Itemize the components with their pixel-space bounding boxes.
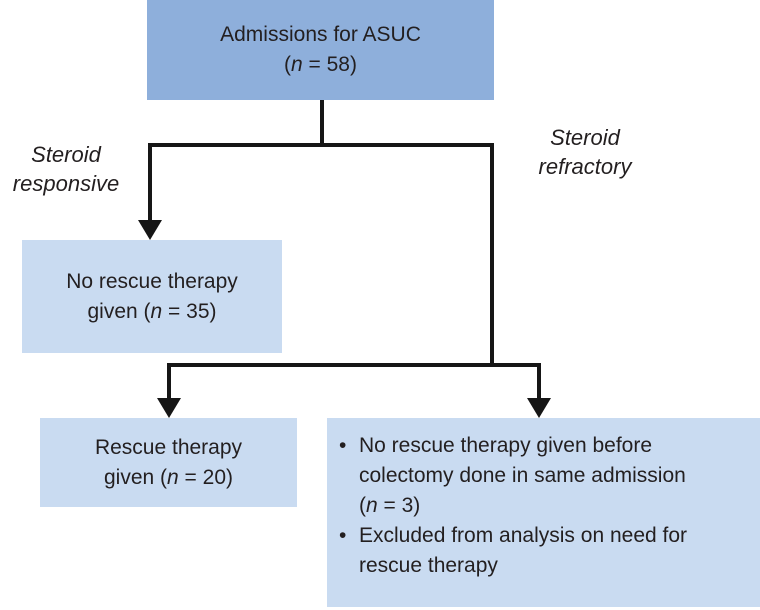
n-value: = 3) (377, 494, 421, 517)
excluded-box: • No rescue therapy given before colecto… (327, 418, 760, 607)
label-line: Steroid (550, 125, 620, 150)
admissions-box-line1: Admissions for ASUC (220, 23, 421, 46)
n-symbol: n (167, 465, 179, 489)
n-value: = 35) (162, 299, 217, 323)
n-value: = 20) (178, 465, 233, 489)
excluded-item-2-line2: rescue therapy (359, 554, 498, 577)
no-rescue-box-line2: given (n = 35) (87, 297, 216, 327)
connector-excluded-drop (537, 363, 541, 399)
no-rescue-therapy-box: No rescue therapy given (n = 35) (22, 240, 282, 353)
n-prefix: given ( (87, 299, 151, 323)
rescue-given-box-line2: given (n = 20) (104, 463, 233, 493)
connector-top-stem (320, 100, 324, 145)
excluded-item-1-text: No rescue therapy given before colectomy… (359, 431, 686, 521)
connector-responsive-drop (148, 143, 152, 222)
n-prefix: ( (284, 53, 291, 76)
n-prefix: ( (359, 494, 366, 517)
excluded-item-1-line3: (n = 3) (359, 491, 686, 521)
arrow-down-icon (138, 220, 162, 240)
n-value: = 58) (302, 53, 357, 76)
connector-refractory-drop (490, 143, 494, 367)
n-symbol: n (366, 494, 378, 517)
n-prefix: given ( (103, 465, 168, 489)
no-rescue-box-line1: No rescue therapy (66, 269, 238, 293)
admissions-box: Admissions for ASUC (n = 58) (147, 0, 494, 100)
excluded-bullet-item-1: • No rescue therapy given before colecto… (339, 431, 686, 521)
bullet-icon: • (339, 524, 347, 547)
admissions-box-line2: (n = 58) (284, 50, 357, 80)
excluded-bullet-item-2: • Excluded from analysis on need for res… (339, 521, 687, 581)
label-steroid-refractory: Steroid refractory (505, 123, 665, 181)
label-line: refractory (538, 154, 632, 179)
bullet-icon: • (339, 434, 347, 457)
n-symbol: n (150, 299, 163, 323)
connector-rescue-drop (167, 363, 171, 399)
excluded-item-2-line1: Excluded from analysis on need for (359, 524, 688, 547)
connector-split-horizontal (167, 363, 541, 367)
connector-branch-horizontal (148, 143, 494, 147)
n-symbol: n (291, 53, 303, 76)
label-line: Steroid (31, 142, 101, 167)
label-line: responsive (12, 171, 120, 196)
rescue-given-box-line1: Rescue therapy (94, 435, 243, 459)
excluded-item-2-text: Excluded from analysis on need for rescu… (359, 521, 687, 581)
arrow-down-icon (157, 398, 181, 418)
excluded-item-1-line2: colectomy done in same admission (359, 464, 686, 487)
excluded-item-1-line1: No rescue therapy given before (359, 434, 653, 457)
arrow-down-icon (527, 398, 551, 418)
label-steroid-responsive: Steroid responsive (0, 140, 132, 198)
rescue-therapy-given-box: Rescue therapy given (n = 20) (40, 418, 297, 507)
